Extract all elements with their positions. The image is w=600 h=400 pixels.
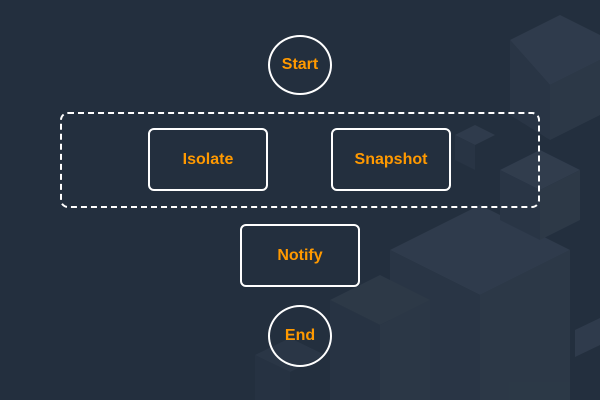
parallel-group bbox=[60, 112, 540, 208]
isolate-step[interactable]: Isolate bbox=[148, 128, 268, 191]
isolate-label: Isolate bbox=[182, 150, 234, 168]
notify-step[interactable]: Notify bbox=[240, 224, 360, 287]
snapshot-label: Snapshot bbox=[354, 150, 428, 168]
end-label: End bbox=[284, 327, 316, 344]
notify-label: Notify bbox=[277, 246, 323, 264]
snapshot-step[interactable]: Snapshot bbox=[331, 128, 451, 191]
start-label: Start bbox=[281, 56, 319, 73]
start-node[interactable]: Start bbox=[268, 35, 332, 95]
end-node[interactable]: End bbox=[268, 305, 332, 367]
